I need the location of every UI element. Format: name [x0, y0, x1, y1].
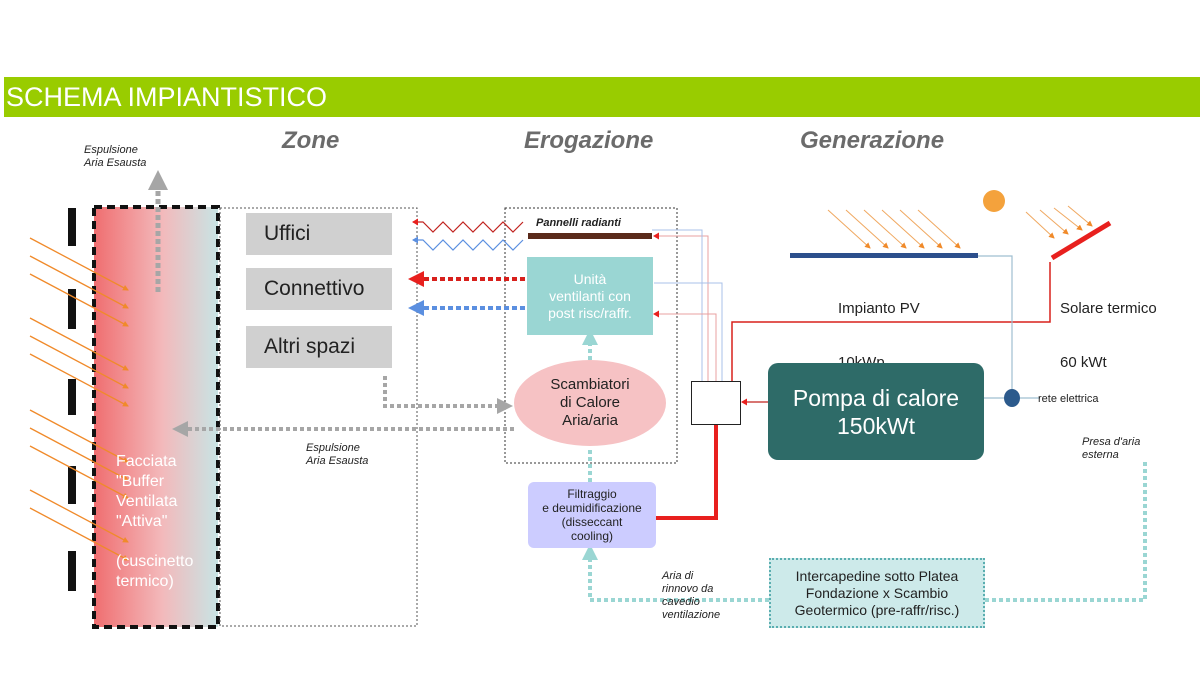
- solar-thermal-collector: [1050, 220, 1112, 261]
- note-rete-elettrica: rete elettrica: [1038, 393, 1099, 405]
- geotermico-box: Intercapedine sotto Platea Fondazione x …: [769, 558, 985, 628]
- page-title: SCHEMA IMPIANTISTICO: [6, 82, 328, 112]
- facade-buffer: [92, 205, 220, 629]
- solar-rays-facade: [29, 237, 129, 561]
- teal-geo-to-filtr: [582, 544, 769, 602]
- label-pannelli-radianti: Pannelli radianti: [536, 217, 621, 229]
- red-pipe-solar: [731, 262, 1051, 381]
- title-bar: [4, 77, 1200, 117]
- note-espulsione-mid: Espulsione Aria Esausta: [306, 442, 369, 467]
- column-heading-erogazione: Erogazione: [524, 127, 654, 154]
- note-espulsione-top: Espulsione Aria Esausta: [84, 144, 147, 169]
- erogazione-frame: [504, 207, 678, 464]
- zone-altri-spazi: Altri spazi: [246, 326, 392, 368]
- red-pipe-exchanger-filtr: [656, 425, 718, 520]
- facade-lamellae: [68, 208, 76, 591]
- label-solare-termico: Solare termico 60 kWt: [1060, 300, 1157, 371]
- column-heading-generazione: Generazione: [800, 127, 945, 154]
- teal-presa-to-geo: [985, 462, 1147, 602]
- pv-panel: [790, 253, 978, 258]
- scambiatori-ellipse: Scambiatori di Calore Aria/aria: [514, 360, 666, 446]
- note-aria-rinnovo: Aria di rinnovo da cavedio ventilazione: [662, 570, 721, 621]
- zigzag-hot: [412, 218, 524, 233]
- zigzag-cold: [412, 236, 524, 251]
- note-presa-aria: Presa d'aria esterna: [1082, 436, 1141, 461]
- filtraggio-box: Filtraggio e deumidificazione (disseccan…: [528, 482, 656, 548]
- zone-connettivo: Connettivo: [246, 268, 392, 310]
- pompa-di-calore-box: Pompa di calore 150kWt: [768, 363, 984, 460]
- zone-uffici: Uffici: [246, 213, 392, 255]
- facade-label: Facciata "Buffer Ventilata "Attiva" (cus…: [116, 453, 194, 590]
- heat-exchanger-box: [691, 381, 741, 425]
- sun-icon: [983, 190, 1005, 212]
- column-heading-zone: Zone: [282, 127, 340, 154]
- unita-ventilanti-box: Unità ventilanti con post risc/raffr.: [527, 257, 653, 335]
- solar-rays-pv: [827, 209, 961, 249]
- exhaust-zone-to-scambiatore: [383, 376, 513, 414]
- grid-node-icon: [1004, 389, 1020, 407]
- radiant-panels-bar: [528, 233, 652, 239]
- zones-frame: [219, 207, 418, 627]
- solar-rays-thermal: [1025, 205, 1093, 239]
